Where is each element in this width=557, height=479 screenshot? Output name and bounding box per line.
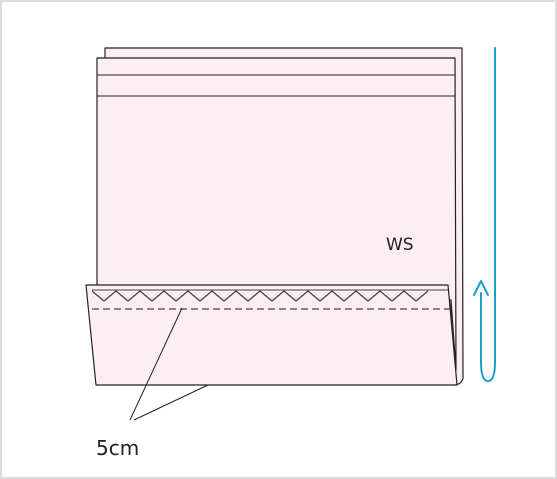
overlock-zigzag-stitch bbox=[91, 290, 429, 302]
measure-pointer-to-stitch bbox=[129, 307, 183, 421]
wrong-side-label: WS bbox=[386, 235, 414, 255]
hem-measurement-label: 5cm bbox=[96, 436, 139, 460]
fold-direction-arrowhead-icon bbox=[473, 280, 489, 296]
fold-direction-arrow bbox=[480, 47, 496, 383]
folded-hem bbox=[85, 284, 458, 386]
measure-pointer-to-edge bbox=[133, 384, 209, 421]
